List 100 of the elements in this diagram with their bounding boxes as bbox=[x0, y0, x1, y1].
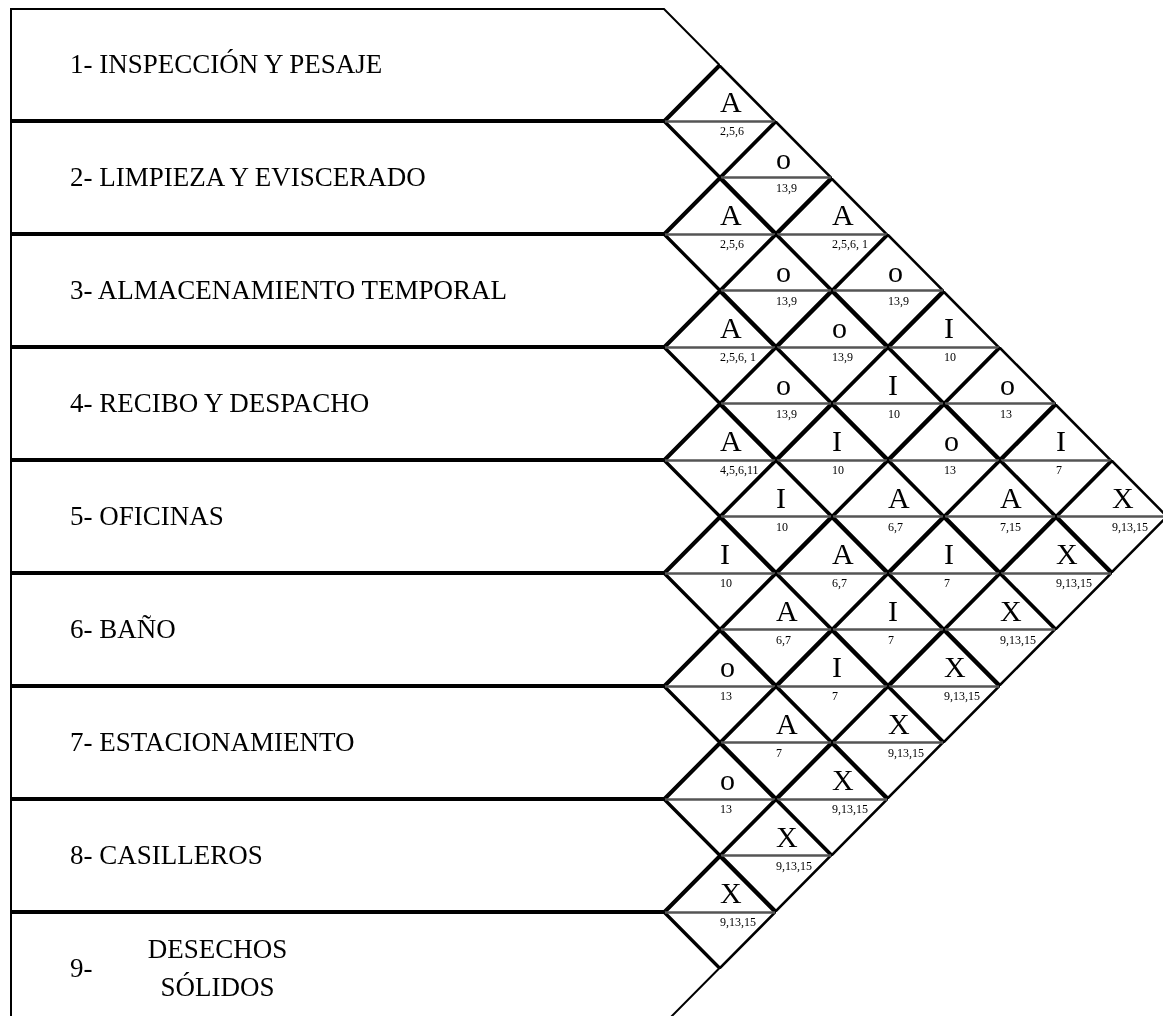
relationship-letter: o bbox=[944, 426, 959, 456]
reason-code: 9,13,15 bbox=[944, 690, 980, 702]
reason-code: 7 bbox=[832, 690, 838, 702]
relationship-diamond bbox=[720, 573, 832, 686]
relationship-diamond bbox=[832, 460, 944, 573]
relationship-diamond bbox=[832, 686, 944, 799]
reason-code: 13,9 bbox=[776, 407, 797, 420]
relationship-diamond bbox=[776, 290, 888, 404]
relationship-diamond bbox=[832, 234, 944, 347]
relationship-letter: X bbox=[888, 708, 910, 739]
relationship-letter: o bbox=[1000, 369, 1015, 400]
relationship-diamond bbox=[944, 460, 1056, 573]
relationship-diamond bbox=[888, 403, 1000, 517]
relationship-letter: X bbox=[720, 878, 742, 908]
relationship-diamond bbox=[944, 573, 1056, 686]
relationship-diamond bbox=[1056, 460, 1163, 573]
reason-code: 13,9 bbox=[776, 181, 797, 194]
department-name: DESECHOS SÓLIDOS bbox=[146, 932, 289, 1004]
reason-code: 7 bbox=[776, 746, 782, 759]
relationship-diamond bbox=[720, 347, 832, 460]
relationship-diamond bbox=[1000, 516, 1112, 630]
reason-code: 13,9 bbox=[832, 351, 853, 363]
relationship-diamond bbox=[664, 290, 776, 404]
reason-code: 9,13,15 bbox=[720, 916, 756, 928]
relationship-diamond bbox=[664, 177, 776, 291]
relationship-letter: I bbox=[1056, 426, 1066, 456]
reason-code: 9,13,15 bbox=[888, 746, 924, 759]
relationship-diamond bbox=[720, 121, 832, 234]
relationship-letter: A bbox=[832, 200, 854, 230]
reason-code: 2,5,6, 1 bbox=[832, 238, 868, 250]
department-name: 1- INSPECCIÓN Y PESAJE bbox=[70, 49, 383, 80]
relationship-diamond bbox=[776, 742, 888, 856]
relationship-letter: I bbox=[944, 539, 954, 569]
reason-code: 10 bbox=[832, 464, 844, 476]
relationship-letter: o bbox=[776, 369, 791, 400]
relationship-letter: I bbox=[720, 539, 730, 569]
relationship-diamond bbox=[776, 177, 888, 291]
relationship-diamond bbox=[776, 629, 888, 743]
row-number: 9- bbox=[70, 953, 93, 984]
relationship-letter: o bbox=[720, 652, 735, 682]
reason-code: 10 bbox=[776, 520, 788, 533]
reason-code: 7 bbox=[888, 633, 894, 646]
relationship-letter: o bbox=[776, 143, 791, 174]
reason-code: 9,13,15 bbox=[1000, 633, 1036, 646]
relationship-diamond bbox=[888, 290, 1000, 404]
relationship-letter: X bbox=[1056, 539, 1078, 569]
relationship-diamond bbox=[1000, 403, 1112, 517]
department-row bbox=[10, 234, 720, 347]
relationship-diamond bbox=[888, 629, 1000, 743]
reason-code: 2,5,6 bbox=[720, 238, 744, 250]
relationship-diamond bbox=[664, 742, 776, 856]
department-row bbox=[10, 460, 720, 573]
reason-code: 7 bbox=[1056, 464, 1062, 476]
relationship-diamond bbox=[832, 573, 944, 686]
relationship-letter: I bbox=[944, 313, 954, 343]
reason-code: 13 bbox=[1000, 407, 1012, 420]
relationship-diamond bbox=[720, 234, 832, 347]
reason-code: 13 bbox=[944, 464, 956, 476]
relationship-diamond bbox=[832, 347, 944, 460]
department-name: 7- ESTACIONAMIENTO bbox=[70, 727, 355, 758]
relationship-letter: I bbox=[832, 426, 842, 456]
relationship-letter: o bbox=[888, 256, 903, 287]
relationship-letter: X bbox=[832, 765, 854, 795]
reason-code: 10 bbox=[720, 577, 732, 589]
relationship-letter: A bbox=[720, 313, 742, 343]
relationship-diamond bbox=[664, 403, 776, 517]
department-row bbox=[10, 686, 720, 799]
relationship-letter: X bbox=[776, 821, 798, 852]
relationship-letter: X bbox=[1000, 595, 1022, 626]
department-name: 6- BAÑO bbox=[70, 614, 176, 645]
reason-code: 2,5,6, 1 bbox=[720, 351, 756, 363]
department-row bbox=[10, 8, 720, 121]
department-row bbox=[10, 121, 720, 234]
reason-code: 9,13,15 bbox=[832, 803, 868, 815]
relationship-diamond bbox=[664, 64, 776, 178]
relationship-diamond bbox=[720, 460, 832, 573]
relationship-letter: A bbox=[720, 87, 742, 117]
relationship-letter: A bbox=[888, 482, 910, 513]
relationship-letter: X bbox=[944, 652, 966, 682]
relationship-letter: X bbox=[1112, 482, 1134, 513]
reason-code: 9,13,15 bbox=[1112, 520, 1148, 533]
relationship-diamond bbox=[944, 347, 1056, 460]
relationship-letter: I bbox=[888, 369, 898, 400]
department-row bbox=[10, 799, 720, 912]
department-name: 2- LIMPIEZA Y EVISCERADO bbox=[70, 162, 426, 193]
department-row bbox=[10, 573, 720, 686]
reason-code: 13,9 bbox=[888, 294, 909, 307]
reason-code: 7,15 bbox=[1000, 520, 1021, 533]
department-name: 5- OFICINAS bbox=[70, 501, 224, 532]
reason-code: 10 bbox=[944, 351, 956, 363]
department-row bbox=[10, 347, 720, 460]
reason-code: 2,5,6 bbox=[720, 125, 744, 137]
reason-code: 6,7 bbox=[832, 577, 847, 589]
reason-code: 7 bbox=[944, 577, 950, 589]
relationship-letter: o bbox=[776, 256, 791, 287]
relationship-letter: I bbox=[776, 482, 786, 513]
reason-code: 13 bbox=[720, 803, 732, 815]
relationship-letter: A bbox=[776, 595, 798, 626]
relationship-diamond bbox=[664, 855, 776, 969]
reason-code: 6,7 bbox=[776, 633, 791, 646]
